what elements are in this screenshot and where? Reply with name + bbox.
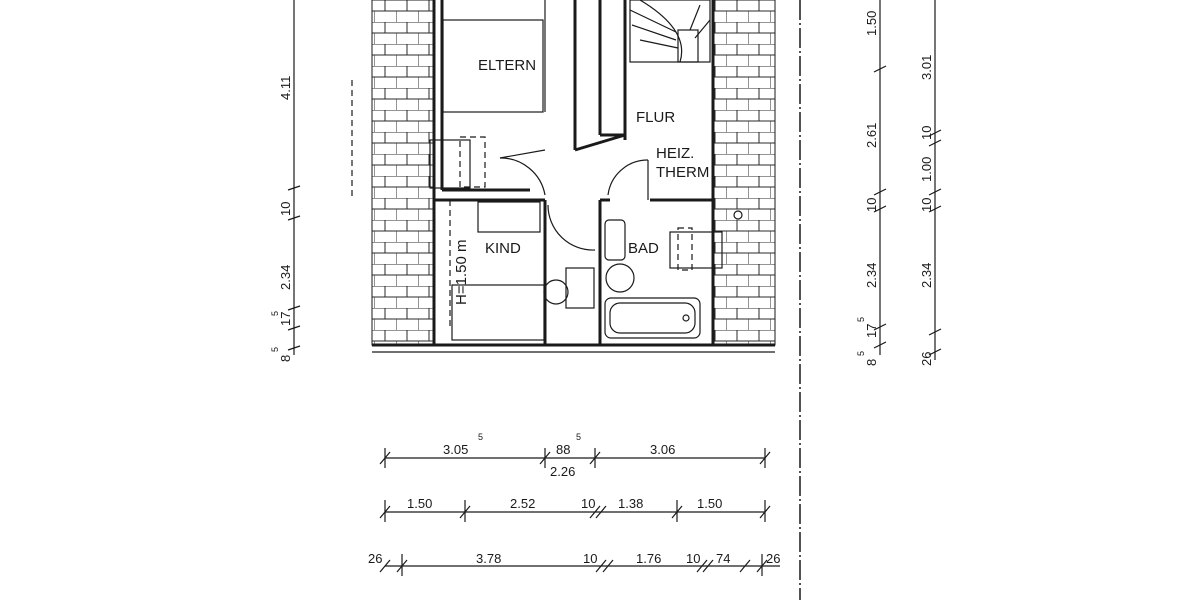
- bottom-row2-d: 1.38: [618, 496, 643, 511]
- left-dim-3: 2.34: [278, 265, 293, 290]
- right-a-dim-5: 17: [864, 324, 879, 338]
- right-a-dim-1: 1.50: [864, 11, 879, 36]
- interior-walls: [434, 0, 713, 345]
- right-dimension-chain-b: [928, 0, 942, 360]
- right-b-dim-1: 3.01: [919, 55, 934, 80]
- bathroom-fixtures: [604, 210, 743, 339]
- left-dim-5-sup: 5: [270, 347, 280, 352]
- staircase: [629, 0, 711, 63]
- room-label-therm: THERM: [656, 164, 709, 181]
- bottom-row3-f: 74: [716, 551, 730, 566]
- bottom-row1-a: 3.05: [443, 442, 468, 457]
- right-b-dim-2: 10: [919, 126, 934, 140]
- bottom-row1-b-sup: 5: [576, 432, 581, 442]
- right-b-dim-3: 1.00: [919, 157, 934, 182]
- bottom-row1-b: 88: [556, 442, 570, 457]
- left-dim-2: 10: [278, 202, 293, 216]
- outer-walls: [372, 0, 775, 353]
- bottom-dimension-row-1: [379, 448, 771, 468]
- bottom-row2-a: 1.50: [407, 496, 432, 511]
- roof-brick-right: [712, 0, 776, 346]
- bottom-row1-c: 3.06: [650, 442, 675, 457]
- left-dim-5: 8: [278, 355, 293, 362]
- right-a-dim-4: 2.34: [864, 263, 879, 288]
- left-dim-4: 17: [278, 312, 293, 326]
- bottom-row3-g: 26: [766, 551, 780, 566]
- right-a-dim-6: 8: [864, 359, 879, 366]
- room-label-eltern: ELTERN: [478, 57, 536, 74]
- right-a-dim-6-sup: 5: [856, 351, 866, 356]
- left-dim-4-sup: 5: [270, 311, 280, 316]
- bottom-row1-b-sub: 2.26: [550, 464, 575, 479]
- bottom-row3-a: 26: [368, 551, 382, 566]
- bottom-row2-e: 1.50: [697, 496, 722, 511]
- bottom-row2-b: 2.52: [510, 496, 535, 511]
- room-label-flur: FLUR: [636, 109, 675, 126]
- bottom-dimension-row-2: [379, 500, 771, 522]
- right-b-dim-6: 26: [919, 352, 934, 366]
- bottom-row2-c: 10: [581, 496, 595, 511]
- doors: [499, 149, 649, 251]
- furniture: [429, 19, 595, 341]
- bottom-row1-a-sup: 5: [478, 432, 483, 442]
- bottom-dimension-row-3: [379, 554, 780, 576]
- right-a-dim-3: 10: [864, 198, 879, 212]
- bottom-row3-c: 10: [583, 551, 597, 566]
- right-b-dim-4: 10: [919, 198, 934, 212]
- bottom-row3-d: 1.76: [636, 551, 661, 566]
- height-note: H=1.50 m: [453, 240, 470, 305]
- right-b-dim-5: 2.34: [919, 263, 934, 288]
- right-a-dim-5-sup: 5: [856, 317, 866, 322]
- left-dim-1: 4.11: [278, 76, 293, 100]
- room-label-heiz: HEIZ.: [656, 145, 694, 162]
- right-dimension-chain-a: [873, 0, 887, 355]
- bottom-row3-b: 3.78: [476, 551, 501, 566]
- roof-brick-left: [371, 0, 435, 346]
- right-a-dim-2: 2.61: [864, 123, 879, 148]
- left-dimension-chain: [287, 0, 353, 355]
- room-label-bad: BAD: [628, 240, 659, 257]
- bottom-row3-e: 10: [686, 551, 700, 566]
- room-label-kind: KIND: [485, 240, 521, 257]
